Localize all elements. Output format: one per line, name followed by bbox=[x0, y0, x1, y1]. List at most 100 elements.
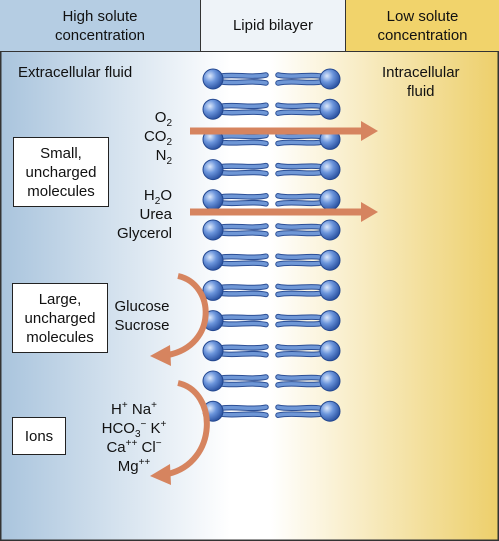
sucrose-label: Sucrose bbox=[114, 317, 170, 334]
phospholipid-row bbox=[202, 279, 341, 301]
lipid-tail-icon bbox=[276, 291, 322, 297]
lipid-bilayer bbox=[202, 68, 341, 422]
lipid-tail-icon bbox=[276, 170, 322, 176]
glucose-label: Glucose bbox=[114, 298, 170, 315]
small-line-2: uncharged bbox=[25, 163, 97, 181]
phospholipid-head-icon bbox=[319, 219, 341, 241]
h2o-label: H2O bbox=[112, 186, 172, 207]
ca-charge: ++ bbox=[125, 438, 138, 449]
extracellular-fluid-label: Extracellular fluid bbox=[18, 64, 133, 81]
lipid-tail-icon bbox=[220, 110, 268, 115]
phospholipid-row bbox=[202, 249, 341, 271]
ions-box: Ions bbox=[12, 417, 66, 455]
sugar-molecules: Glucose Sucrose bbox=[108, 297, 176, 335]
phospholipid-head-icon bbox=[202, 98, 224, 120]
phospholipid-row bbox=[202, 310, 341, 332]
lipid-tail-icon bbox=[276, 133, 322, 139]
lipid-tail-icon bbox=[220, 314, 268, 320]
lipid-tail-icon bbox=[276, 224, 322, 229]
lipid-tail-icon bbox=[276, 412, 322, 417]
lipid-tail-icon bbox=[220, 375, 268, 380]
lipid-tail-icon bbox=[276, 140, 322, 146]
co2-text: CO bbox=[143, 128, 167, 145]
lipid-tail-icon bbox=[220, 254, 268, 260]
phospholipid-head-icon bbox=[202, 68, 224, 90]
phospholipid-row bbox=[202, 340, 341, 362]
lipid-tail-icon bbox=[220, 382, 268, 387]
phospholipid-head-icon bbox=[202, 219, 224, 241]
o2-label: O2 bbox=[120, 108, 172, 129]
phospholipid-head-icon bbox=[202, 370, 224, 392]
header-right-line-2: concentration bbox=[377, 26, 468, 44]
phospholipid-head-icon bbox=[319, 159, 341, 181]
lipid-tail-icon bbox=[220, 133, 268, 139]
ion-list: H+ Na+ HCO3− K+ Ca++ Cl− Mg++ bbox=[91, 400, 177, 476]
ions-label: Ions bbox=[24, 427, 54, 445]
header-high-solute: High solute concentration bbox=[0, 0, 201, 52]
polar-small-molecules: H2O Urea Glycerol bbox=[112, 186, 172, 243]
lipid-tail-icon bbox=[220, 284, 268, 290]
phospholipid-head-icon bbox=[319, 400, 341, 422]
phospholipid-head-icon bbox=[319, 279, 341, 301]
lipid-tail-icon bbox=[276, 345, 322, 350]
phospholipid-head-icon bbox=[319, 98, 341, 120]
hco3-subscript: 3 bbox=[134, 429, 141, 440]
phospholipid-row bbox=[202, 98, 341, 120]
ca-ion: Ca bbox=[106, 439, 126, 456]
lipid-tail-icon bbox=[220, 412, 268, 417]
n2-subscript: 2 bbox=[166, 156, 172, 167]
lipid-tail-icon bbox=[276, 405, 322, 411]
lipid-tail-icon bbox=[276, 194, 322, 199]
o2-text: O bbox=[154, 109, 167, 126]
mg-charge: ++ bbox=[138, 457, 151, 468]
phospholipid-head-icon bbox=[202, 340, 224, 362]
lipid-tail-icon bbox=[276, 284, 322, 290]
lipid-tail-icon bbox=[276, 110, 322, 115]
large-line-1: Large, bbox=[38, 290, 82, 308]
phospholipid-head-icon bbox=[202, 249, 224, 271]
lipid-tail-icon bbox=[276, 231, 322, 236]
hco3-charge: − bbox=[140, 419, 147, 430]
phospholipid-head-icon bbox=[202, 189, 224, 211]
lipid-tail-icon bbox=[276, 375, 322, 380]
large-uncharged-box: Large, uncharged molecules bbox=[12, 283, 108, 353]
lipid-tail-icon bbox=[276, 73, 322, 78]
phospholipid-row bbox=[202, 189, 341, 211]
lipid-tail-icon bbox=[220, 140, 268, 146]
h2o-text-b: O bbox=[160, 187, 172, 204]
lipid-tail-icon bbox=[220, 291, 268, 297]
lipid-tail-icon bbox=[276, 200, 322, 206]
lipid-tail-icon bbox=[220, 194, 268, 199]
mg-ion: Mg bbox=[117, 458, 139, 475]
lipid-tail-icon bbox=[276, 80, 322, 85]
lipid-tail-icon bbox=[220, 261, 268, 266]
lipid-tail-icon bbox=[276, 261, 322, 266]
lipid-tail-icon bbox=[276, 314, 322, 320]
gas-molecules: O2 CO 2 N2 bbox=[120, 108, 172, 167]
phospholipid-head-icon bbox=[319, 68, 341, 90]
lipid-tail-icon bbox=[276, 254, 322, 260]
straight-arrow-icon bbox=[190, 121, 378, 141]
phospholipid-head-icon bbox=[319, 249, 341, 271]
large-line-2: uncharged bbox=[24, 309, 96, 327]
lipid-tail-icon bbox=[276, 351, 322, 357]
header-low-solute: Low solute concentration bbox=[346, 0, 499, 52]
lipid-tail-icon bbox=[220, 345, 268, 350]
lipid-tail-icon bbox=[220, 224, 268, 229]
phospholipid-row bbox=[202, 370, 341, 392]
large-line-3: molecules bbox=[26, 328, 94, 346]
na-charge: + bbox=[151, 400, 157, 411]
header-lipid-bilayer: Lipid bilayer bbox=[201, 0, 346, 52]
phospholipid-head-icon bbox=[202, 159, 224, 181]
curved-arrow-icon bbox=[150, 380, 210, 485]
small-line-1: Small, bbox=[40, 144, 82, 162]
lipid-tail-icon bbox=[220, 103, 268, 109]
urea-label: Urea bbox=[139, 206, 172, 223]
phospholipid-head-icon bbox=[319, 340, 341, 362]
ion-line-1: H+ Na+ bbox=[91, 400, 177, 419]
n2-label: N2 bbox=[120, 146, 172, 167]
header-left-line-1: High solute bbox=[62, 7, 138, 25]
lipid-tail-icon bbox=[220, 351, 268, 357]
lipid-tail-icon bbox=[220, 405, 268, 411]
